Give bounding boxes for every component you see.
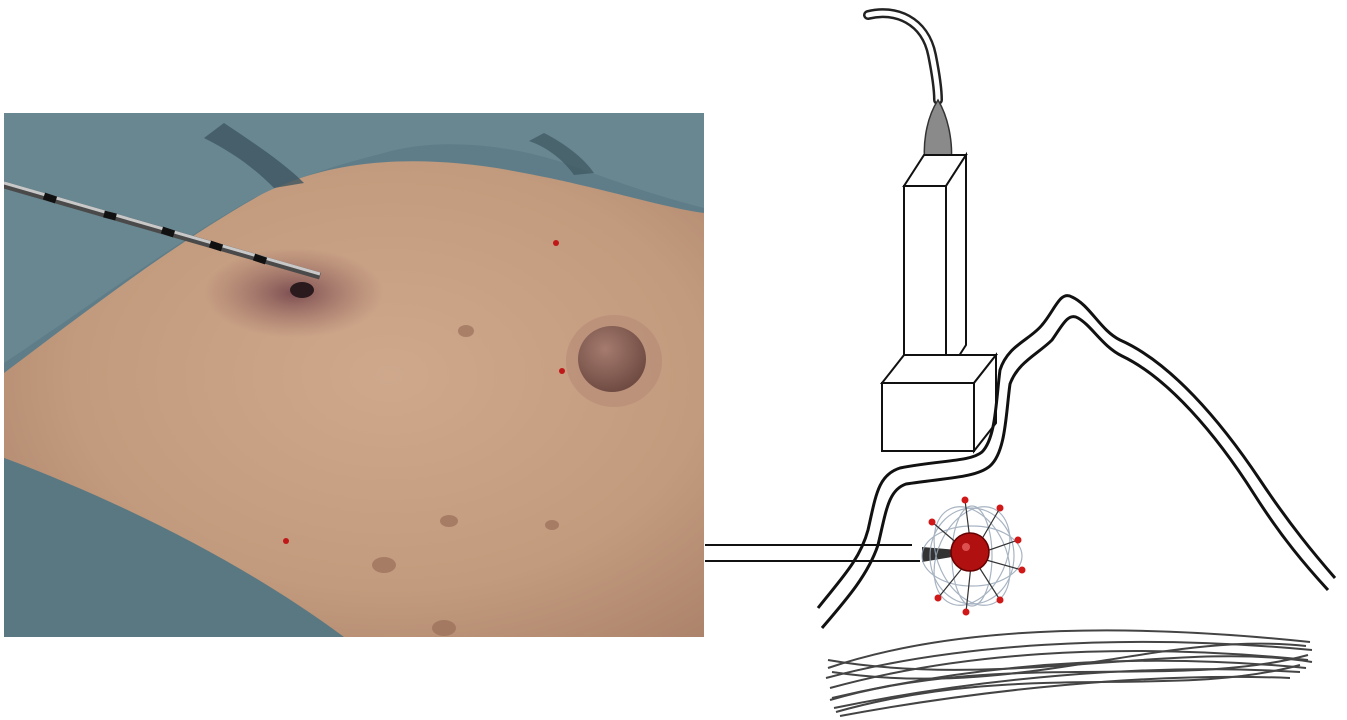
breast-contour-icon <box>818 296 1335 628</box>
ultrasound-probe-icon <box>868 13 996 451</box>
schematic-diagram <box>700 0 1347 720</box>
needle-electrode-icon <box>705 545 958 562</box>
ablation-schematic <box>700 0 1347 720</box>
puncture-site <box>290 282 314 298</box>
clinical-photo <box>4 113 704 637</box>
nipple <box>578 326 646 392</box>
photo-illustration <box>4 113 704 637</box>
pectoral-muscle-icon <box>826 630 1312 716</box>
